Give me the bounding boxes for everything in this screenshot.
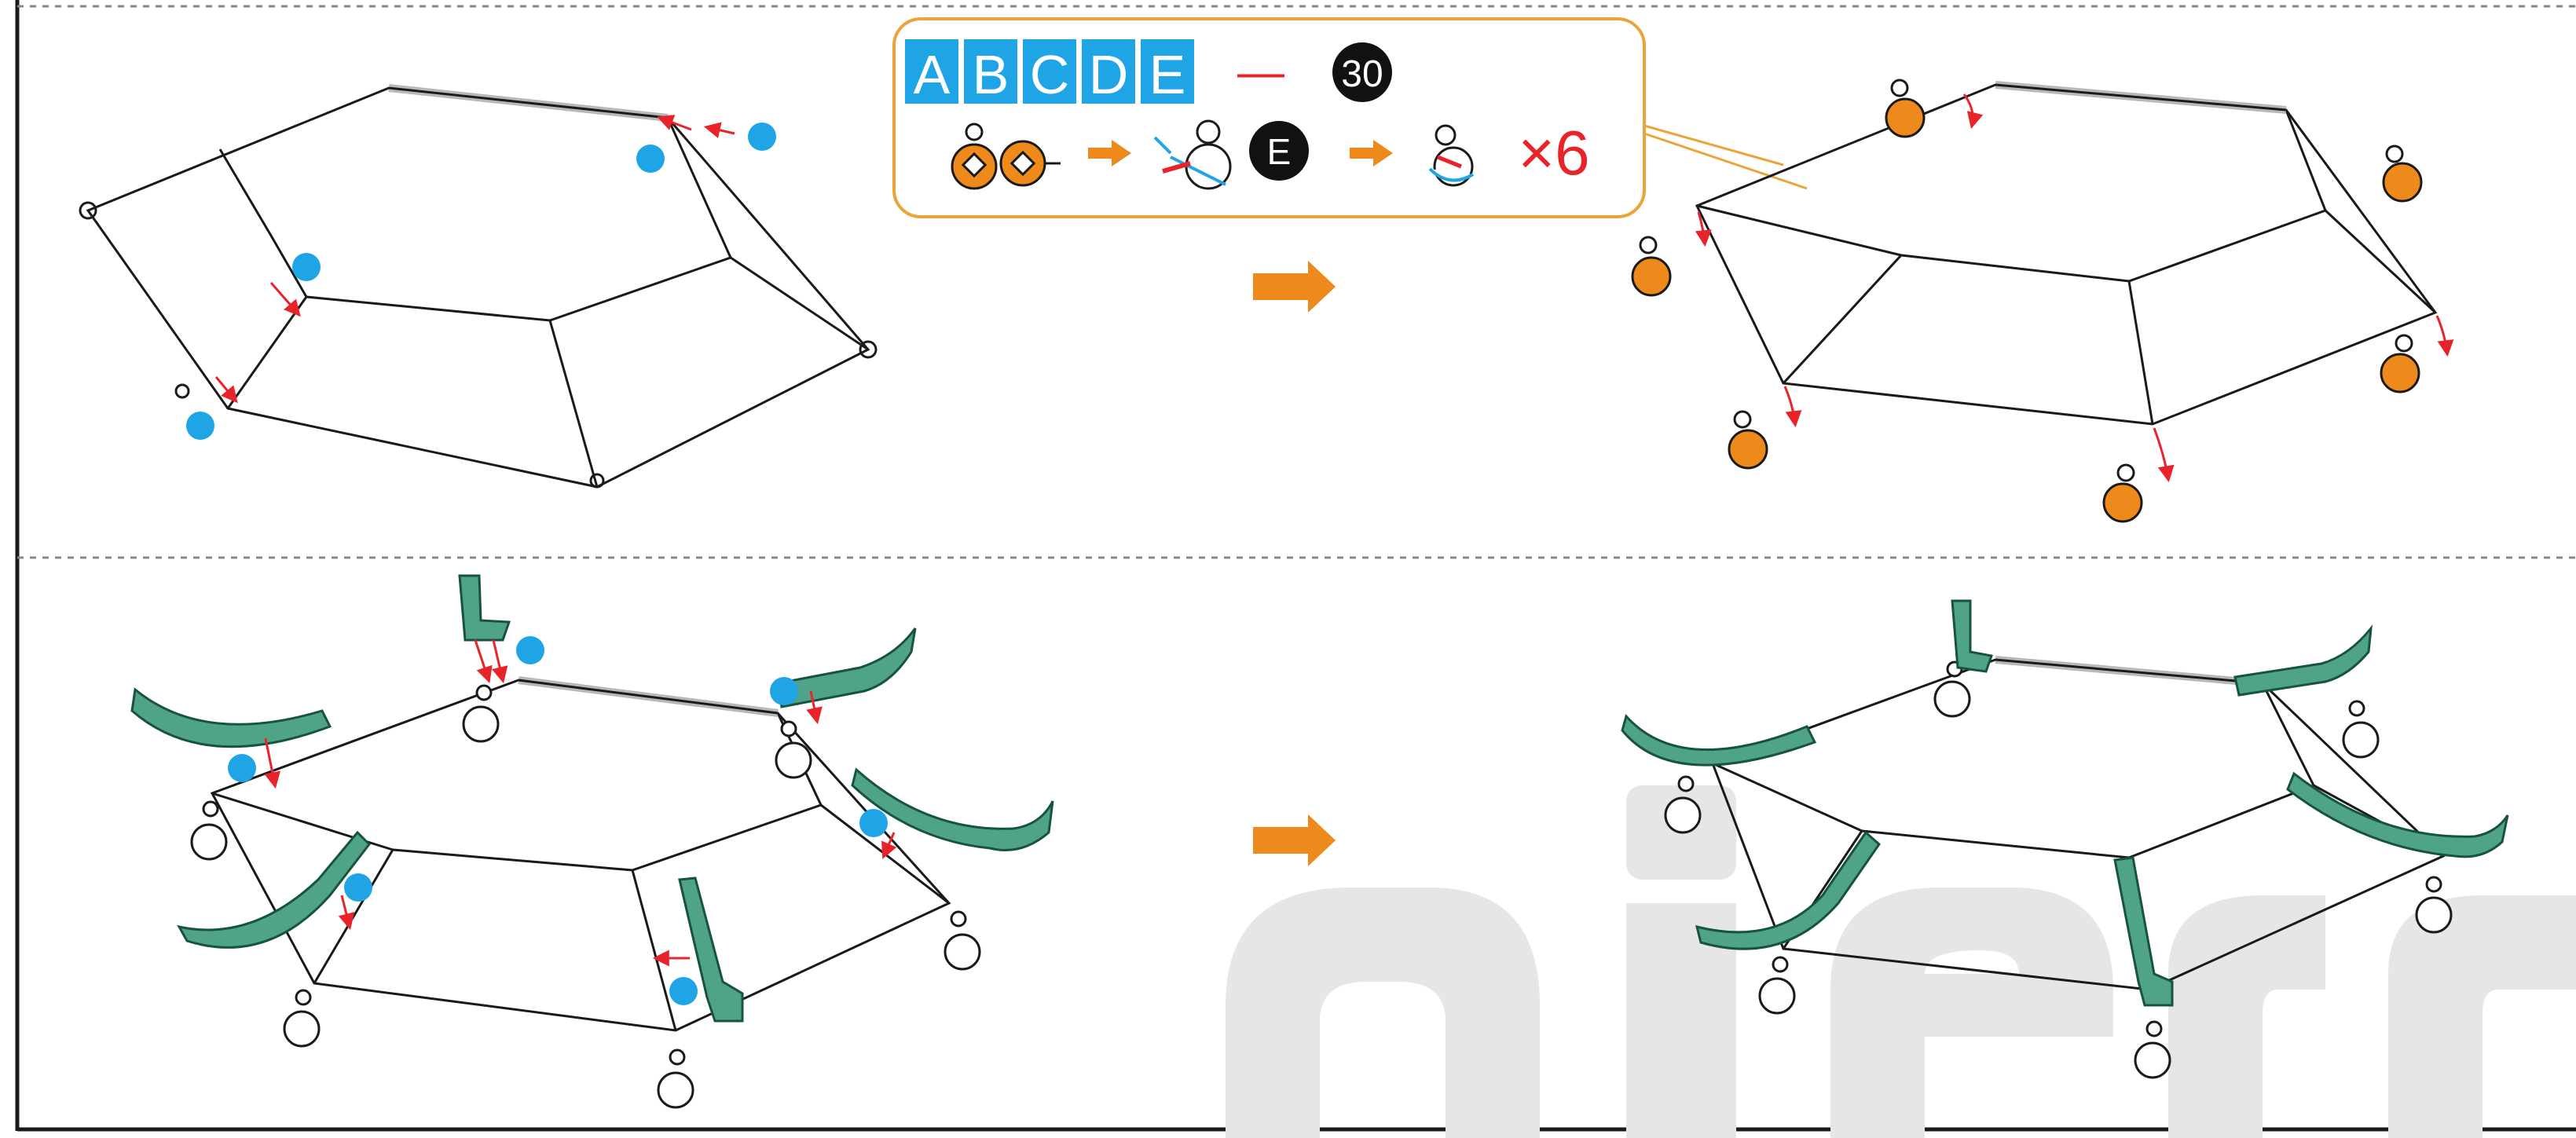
hinge-ring-icon [2381, 335, 2419, 392]
blue-dot-icon [228, 754, 256, 782]
green-leg-icon [460, 576, 509, 640]
panel-step-3-frame [212, 680, 949, 1030]
red-arrow-icon [342, 895, 350, 927]
letter-e: E [1149, 44, 1186, 105]
blue-dot-icon [636, 145, 665, 173]
hinge-ring-icon [464, 686, 498, 741]
callout-box: A B C D E — 30 E [894, 19, 1807, 217]
hinge-ring-icon [1886, 80, 1924, 137]
hinge-ring-icon [2104, 465, 2142, 521]
arrow-right-icon [1253, 814, 1336, 866]
letter-b: B [973, 44, 1010, 105]
multiplier: ×6 [1518, 118, 1589, 188]
letter-c: C [1030, 44, 1070, 105]
panel-step-2-frame [1697, 85, 2435, 424]
pin-dots-step-1 [186, 123, 776, 440]
part-number: 30 [1341, 53, 1383, 95]
red-arrow-icon [2154, 428, 2168, 479]
red-arrow-icon [2437, 316, 2447, 353]
red-arrow-icon [475, 640, 489, 680]
hinge-ring-icon [1760, 957, 1794, 1013]
e-marker: E [1267, 131, 1292, 172]
green-leg-icon [2115, 858, 2172, 1005]
motion-arrows-step-2 [1698, 94, 2447, 479]
letter-d: D [1089, 44, 1129, 105]
hinge-ring-icon [2417, 877, 2451, 932]
legs-step-3 [132, 576, 1053, 1021]
hinge-ring-icon [776, 722, 811, 778]
red-arrow-icon [266, 738, 275, 785]
hinge-ring-icon [1632, 237, 1670, 295]
green-leg-icon [1622, 716, 1815, 765]
blue-dot-icon [859, 809, 888, 837]
blue-dot-icon [292, 253, 321, 281]
hinge-ring-icon [658, 1050, 693, 1107]
letter-a: A [914, 44, 951, 105]
blue-dot-icon [669, 977, 698, 1005]
hinge-ring-icon [284, 990, 319, 1046]
red-arrow-icon [493, 640, 503, 680]
blue-dot-icon [748, 123, 776, 151]
blue-dot-icon [770, 677, 798, 705]
blue-dot-icon [186, 412, 214, 440]
green-leg-icon [2288, 774, 2508, 857]
green-leg-icon [1952, 601, 1992, 671]
hinge-ring-icon [2384, 146, 2421, 201]
hinges-step-2 [1632, 80, 2421, 521]
green-leg-icon [132, 690, 330, 747]
blue-dot-icon [344, 873, 372, 902]
green-leg-icon [852, 770, 1053, 851]
red-arrow-icon [1964, 94, 1973, 126]
hinge-ring-icon [2343, 701, 2378, 757]
hinge-ring-icon [2135, 1022, 2170, 1078]
hinge-ring-icon [1729, 412, 1767, 468]
part-letters: A B C D E [905, 39, 1194, 105]
dash: — [1237, 46, 1284, 98]
arrow-right-icon [1253, 261, 1336, 313]
hinge-ring-icon [1665, 777, 1700, 832]
red-arrow-icon [707, 127, 735, 134]
red-arrow-icon [271, 283, 299, 314]
red-arrow-icon [1785, 386, 1795, 424]
hinge-ring-icon [945, 912, 980, 969]
green-leg-icon [2235, 628, 2371, 695]
pin-dots-step-3 [228, 636, 888, 1005]
green-leg-icon [778, 628, 915, 707]
blue-dot-icon [516, 636, 544, 664]
